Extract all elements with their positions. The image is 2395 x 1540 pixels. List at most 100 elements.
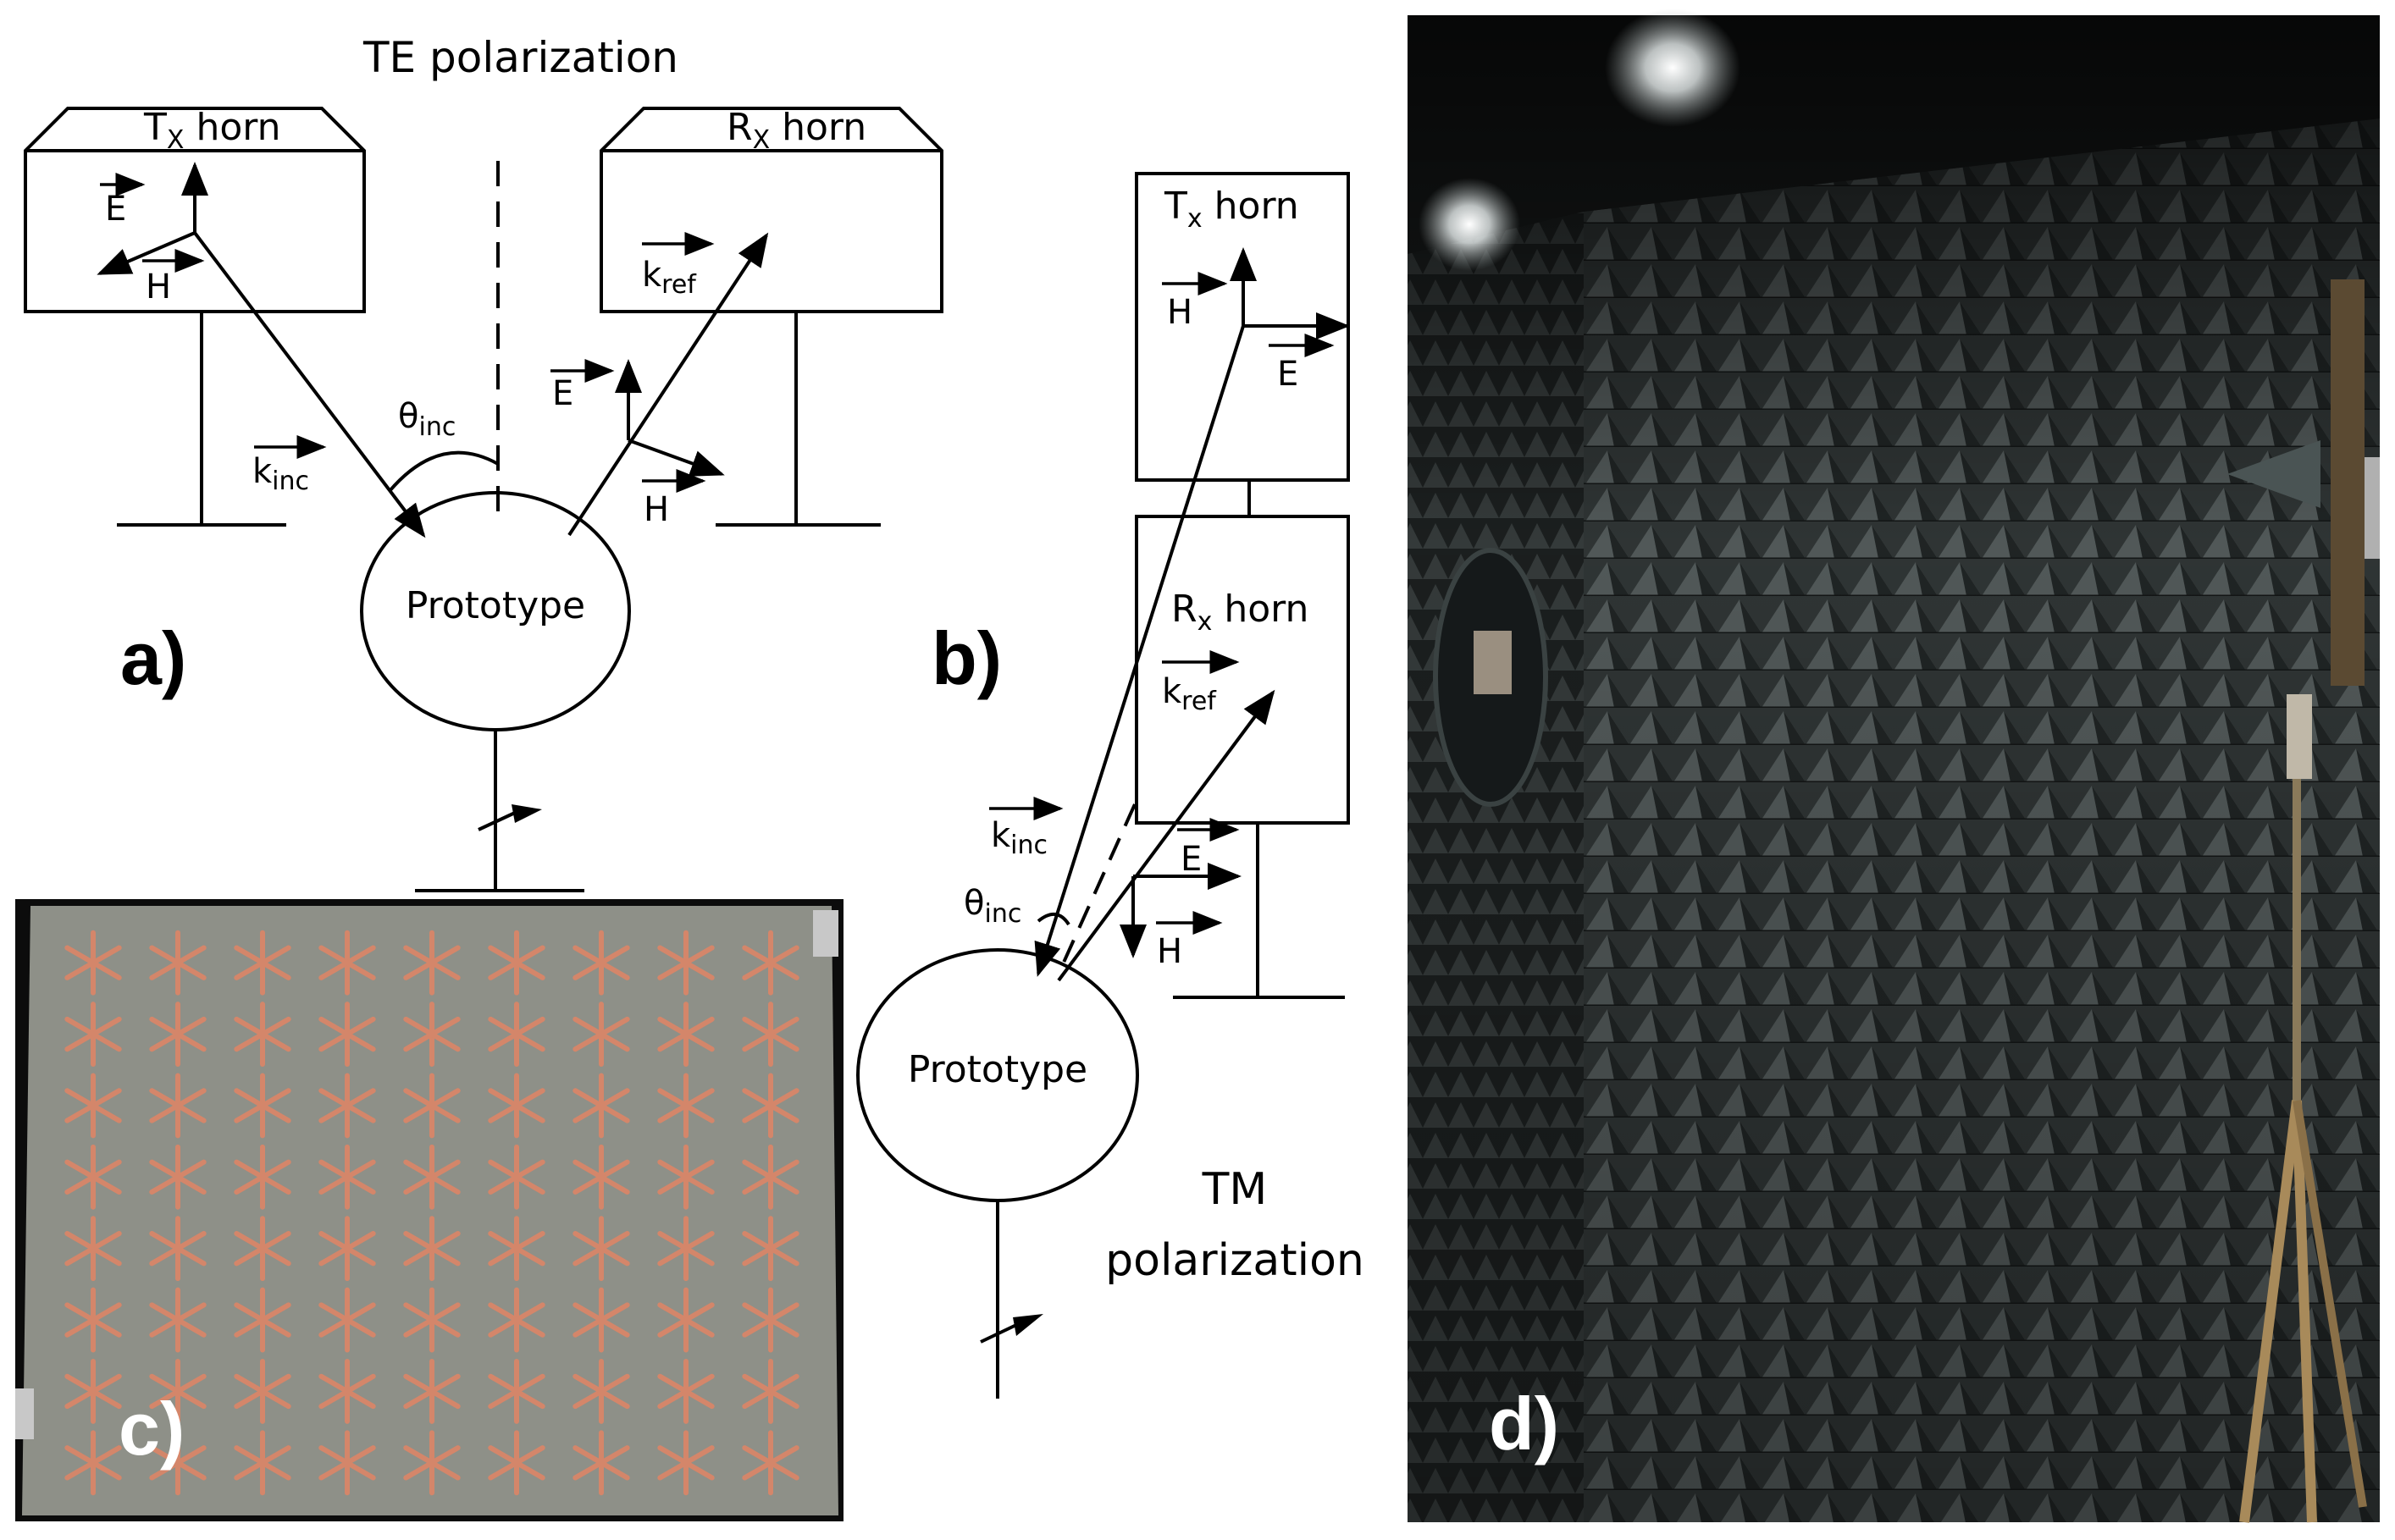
panel-c-unit-cell-arm — [234, 1016, 291, 1052]
panel-c-unit-cell — [64, 1144, 122, 1210]
panel-c-unit-cell-arm — [657, 1159, 715, 1195]
panel-c-unit-cell — [488, 1287, 545, 1353]
panel-c-unit-cell — [403, 930, 461, 996]
panel-d-right-horn — [2227, 440, 2320, 508]
panel-c-unit-cell-arm — [64, 1016, 122, 1052]
panel-c-unit-cell — [234, 1430, 291, 1496]
panel-c-unit-cell-arm — [64, 1302, 122, 1338]
panel-c-unit-cell-arm — [403, 1373, 461, 1410]
panel-c-unit-cell-arm — [149, 1016, 207, 1052]
panel-d-right-antenna-panel — [2331, 279, 2365, 686]
panel-b-normal-line — [1057, 803, 1137, 974]
panel-a-tx-horn-label: TX horn — [143, 106, 280, 155]
panel-c-unit-cell-arm — [403, 1016, 461, 1052]
panel-c-prototype-board — [22, 906, 838, 1515]
panel-c-unit-cell — [234, 1073, 291, 1139]
panel-c-unit-cell-arm — [488, 1302, 545, 1338]
panel-c-unit-cell — [742, 1287, 799, 1353]
panel-c-unit-cell — [488, 1073, 545, 1139]
panel-c-unit-cell — [64, 1216, 122, 1282]
panel-c-unit-cell — [403, 1144, 461, 1210]
panel-c-unit-cell-arm — [234, 1159, 291, 1195]
panel-a-rotation-flag — [512, 804, 542, 823]
panel-a-rx-horn: RX horn kref — [600, 106, 943, 527]
panel-a-kinc-label: kinc — [252, 452, 309, 496]
panel-d-tripod-leg-1 — [2239, 1100, 2302, 1523]
panel-c-unit-cell-arm — [488, 1230, 545, 1267]
panel-c-unit-cell-arm — [403, 945, 461, 980]
panel-c-unit-cell — [488, 1359, 545, 1424]
panel-c-unit-cell-arm — [234, 1373, 291, 1410]
panel-a-tx-h-arrow — [97, 231, 196, 275]
panel-c-unit-cell-arm — [234, 1445, 291, 1481]
panel-c-unit-cell-arm — [403, 1088, 461, 1123]
panel-c-unit-cell — [572, 1144, 630, 1210]
panel-c-unit-cell-arm — [742, 1445, 799, 1481]
panel-a-kref-label: kref — [642, 256, 697, 300]
panel-c-unit-cell — [488, 1430, 545, 1496]
panel-b-ref-h-label: H — [1157, 932, 1182, 971]
panel-b-kinc-label: kinc — [991, 816, 1048, 860]
panel-c-unit-cell-arm — [657, 1445, 715, 1481]
panel-c-unit-cell-arm — [657, 1016, 715, 1052]
panel-c-unit-cell-arm — [742, 1088, 799, 1123]
panel-c-board-clip-top-right — [813, 910, 838, 957]
panel-c-unit-cell — [403, 1359, 461, 1424]
panel-c-unit-cell-arm — [318, 1088, 376, 1123]
panel-c-unit-cell — [234, 1359, 291, 1424]
panel-a-ref-h-arrow — [628, 439, 725, 477]
panel-c-unit-cell-arm — [318, 945, 376, 980]
panel-c-unit-cell — [572, 1287, 630, 1353]
panel-c-unit-cell — [149, 930, 207, 996]
panel-c-unit-cell-arm — [149, 1230, 207, 1267]
panel-c-unit-cell-arm — [403, 1302, 461, 1338]
panel-b: Tx horn H E Rx horn kref θinc kinc E H P… — [856, 172, 1364, 1399]
panel-a-theta-arc — [388, 450, 499, 493]
panel-c-unit-cell — [149, 1430, 207, 1496]
panel-a-reflected-ray — [567, 232, 769, 537]
panel-c-unit-cell — [64, 1002, 122, 1067]
panel-a-title: TE polarization — [362, 33, 678, 82]
panel-a-tx-horn: TX horn E H — [24, 106, 366, 527]
panel-c-unit-cell-arm — [742, 1016, 799, 1052]
panel-d-tripod-head — [2287, 694, 2312, 779]
panel-c-unit-cell — [403, 1430, 461, 1496]
panel-c-unit-cell-arm — [318, 1445, 376, 1481]
panel-c-unit-cell-arm — [742, 945, 799, 980]
panel-c-unit-cell-arm — [318, 1373, 376, 1410]
panel-c-unit-cell — [657, 1287, 715, 1353]
panel-c-unit-cell-arm — [64, 1373, 122, 1410]
panel-c-unit-cell-arm — [149, 1302, 207, 1338]
panel-c-unit-cell — [234, 1002, 291, 1067]
panel-a-ref-h-label: H — [644, 490, 669, 529]
panel-b-rotation-flag — [1013, 1314, 1043, 1336]
panel-c-unit-cell-arm — [657, 1088, 715, 1123]
panel-c-unit-cell-arm — [318, 1159, 376, 1195]
panel-c-unit-cell-arm — [318, 1230, 376, 1267]
panel-c-unit-cell — [572, 1359, 630, 1424]
panel-b-rx-horn-box — [1135, 515, 1350, 825]
panel-c-unit-cell — [488, 930, 545, 996]
panel-c-unit-cell — [64, 1359, 122, 1424]
panel-a-label: a) — [120, 616, 186, 700]
panel-c-unit-cell — [149, 1359, 207, 1424]
panel-b-e-label: E — [1277, 355, 1298, 394]
panel-c-unit-cell — [149, 1216, 207, 1282]
panel-d-left-antenna-mount — [1474, 631, 1512, 694]
panel-d-ceiling-light-2 — [1419, 178, 1520, 271]
panel-c-unit-cell — [488, 1144, 545, 1210]
panel-c-unit-cell — [318, 1144, 376, 1210]
panel-c-unit-cell-arm — [488, 1373, 545, 1410]
panel-c-unit-cell-arm — [403, 1230, 461, 1267]
panel-c-unit-cell-arm — [572, 1016, 630, 1052]
panel-d-right-antenna-bracket — [2365, 457, 2380, 559]
panel-c-unit-cell-arm — [742, 1159, 799, 1195]
panel-c-unit-cell — [742, 1430, 799, 1496]
panel-c-unit-cell-arm — [742, 1373, 799, 1410]
panel-c-unit-cell-grid — [64, 930, 799, 1496]
panel-c-unit-cell — [742, 1002, 799, 1067]
panel-c-unit-cell — [572, 930, 630, 996]
panel-d-tripod-leg-2 — [2292, 1100, 2317, 1523]
panel-b-h-label: H — [1167, 293, 1192, 332]
panel-c-unit-cell-arm — [234, 1302, 291, 1338]
